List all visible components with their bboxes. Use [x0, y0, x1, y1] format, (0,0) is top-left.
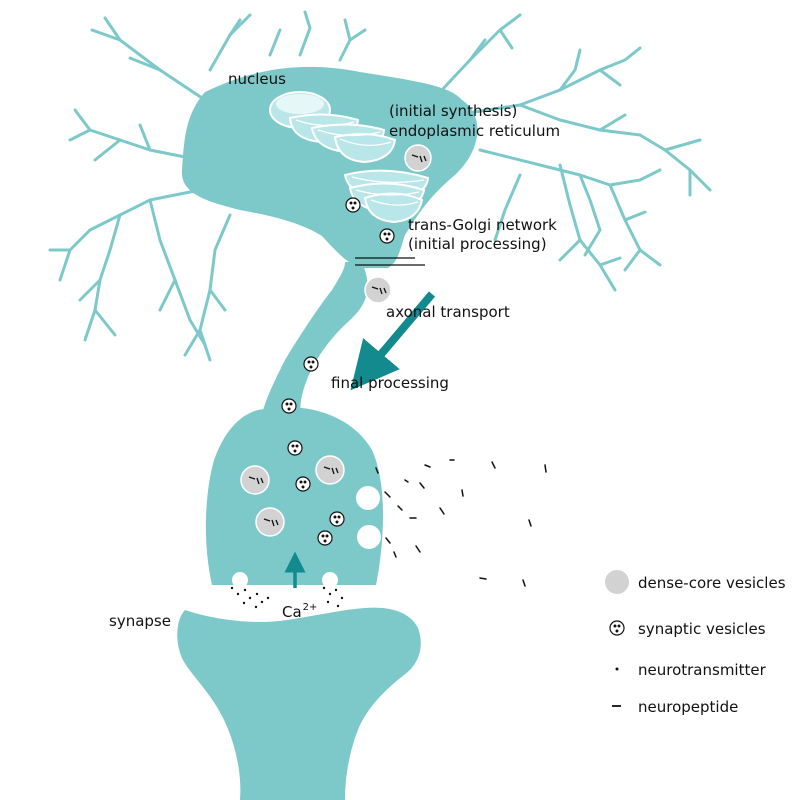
label-nucleus: nucleus: [228, 70, 286, 88]
dense-core-vesicle: [364, 276, 392, 304]
dense-core-vesicle: [240, 465, 270, 495]
label-endoplasmic-reticulum: endoplasmic reticulum: [389, 122, 561, 140]
label-calcium-symbol: Ca: [282, 603, 302, 621]
dense-core-vesicle: [315, 455, 345, 485]
synaptic-vesicle: [295, 476, 311, 492]
dense-core-vesicle: [255, 507, 285, 537]
legend-synaptic-vesicle-icon: [609, 620, 625, 636]
synaptic-vesicle: [317, 530, 333, 546]
axonal-transport-arrow: [350, 291, 436, 391]
synaptic-vesicle: [379, 228, 395, 244]
legend-neurotransmitter-icon: [615, 667, 619, 671]
label-initial-synthesis: (initial synthesis): [389, 102, 518, 120]
dense-core-vesicles: [240, 144, 432, 537]
label-calcium-charge: 2+: [302, 602, 318, 613]
synaptic-vesicle: [281, 398, 297, 414]
label-final-processing: final processing: [331, 374, 449, 392]
synaptic-vesicles: [281, 197, 395, 546]
synaptic-vesicle: [345, 197, 361, 213]
label-initial-processing: (initial processing): [408, 235, 547, 253]
legend-symbols: [605, 570, 629, 707]
exocytosis-sites: [232, 486, 381, 588]
legend-dense-core-label: dense-core vesicles: [638, 574, 786, 592]
released-neurotransmitter: [230, 586, 344, 609]
legend-neurotransmitter-label: neurotransmitter: [638, 661, 766, 679]
axon-initial-segment-marker: [355, 257, 425, 266]
dendrites: [48, 10, 712, 362]
synaptic-vesicle: [287, 440, 303, 456]
synaptic-vesicle: [303, 356, 319, 372]
label-axonal-transport: axonal transport: [386, 303, 510, 321]
label-calcium: Ca2+: [282, 602, 318, 624]
legend-neuropeptide-label: neuropeptide: [638, 698, 739, 716]
legend-dense-core-icon: [605, 570, 629, 594]
label-synapse: synapse: [109, 612, 171, 630]
endoplasmic-reticulum: [288, 113, 397, 164]
synaptic-vesicle: [329, 511, 345, 527]
released-neuropeptides: [375, 459, 547, 587]
legend-synaptic-label: synaptic vesicles: [638, 620, 766, 638]
neuron-body: [177, 66, 478, 800]
label-trans-golgi-network: trans-Golgi network: [408, 216, 557, 234]
dense-core-vesicle: [404, 144, 432, 172]
trans-golgi-network: [343, 169, 430, 224]
